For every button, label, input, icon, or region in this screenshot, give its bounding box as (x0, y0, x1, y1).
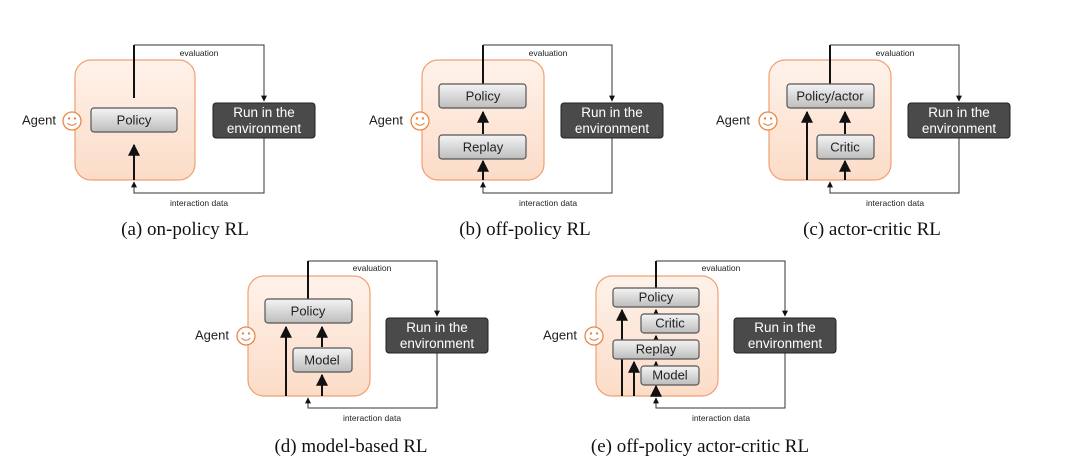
interaction-path (827, 138, 960, 194)
environment-line1: Run in the (233, 105, 295, 120)
environment-line2: environment (227, 121, 302, 136)
environment-line2: environment (400, 336, 475, 351)
evaluation-label: evaluation (529, 48, 568, 58)
module-box (612, 339, 700, 360)
panel-d: Policy Model evaluation interaction data… (195, 260, 489, 457)
panel-c: Policy/actor Critic evaluation interacti… (716, 44, 1011, 240)
module-label: Model (652, 367, 688, 382)
caption: (d) model-based RL (274, 436, 427, 457)
agent-label: Agent (543, 327, 577, 342)
module-box (264, 298, 353, 324)
module-label: Policy (117, 112, 152, 127)
agent-label: Agent (716, 112, 750, 127)
environment-box (733, 317, 837, 354)
interaction-label: interaction data (519, 198, 577, 208)
agent-label: Agent (22, 112, 56, 127)
smiley-face-icon (62, 111, 82, 131)
interaction-path (305, 353, 438, 409)
environment-line2: environment (748, 336, 823, 351)
evaluation-label: evaluation (876, 48, 915, 58)
smiley-face-icon (410, 111, 430, 131)
caption: (a) on-policy RL (121, 219, 249, 240)
module-label: Critic (830, 139, 860, 154)
environment-line1: Run in the (754, 320, 816, 335)
interaction-label: interaction data (170, 198, 228, 208)
smiley-face-icon (236, 326, 256, 346)
smiley-face-icon (758, 111, 778, 131)
module-box (90, 107, 178, 133)
module-label: Policy (639, 289, 674, 304)
module-box (786, 83, 875, 109)
interaction-path (131, 138, 265, 194)
module-box (612, 287, 700, 308)
module-label: Policy (291, 303, 326, 318)
panel-a: Policy evaluation interaction data Run i… (22, 44, 316, 240)
environment-line2: environment (575, 121, 650, 136)
module-label: Replay (463, 139, 504, 154)
environment-line1: Run in the (406, 320, 468, 335)
module-label: Model (304, 352, 340, 367)
interaction-path (653, 353, 786, 409)
evaluation-label: evaluation (702, 263, 741, 273)
module-box (438, 134, 527, 160)
environment-box (907, 102, 1011, 139)
interaction-label: interaction data (343, 413, 401, 423)
module-box (816, 134, 875, 160)
panel-b: Policy Replay evaluation interaction dat… (369, 44, 664, 240)
caption: (c) actor-critic RL (803, 219, 941, 240)
smiley-face-icon (584, 326, 604, 346)
agent-label: Agent (195, 327, 229, 342)
caption: (b) off-policy RL (459, 219, 591, 240)
interaction-label: interaction data (866, 198, 924, 208)
environment-line2: environment (922, 121, 997, 136)
evaluation-path (656, 260, 788, 317)
module-label: Policy (466, 88, 501, 103)
evaluation-path (830, 44, 962, 102)
evaluation-path (134, 44, 267, 102)
module-label: Replay (636, 341, 677, 356)
environment-box (212, 102, 316, 139)
environment-box (560, 102, 664, 139)
environment-line1: Run in the (581, 105, 643, 120)
environment-line1: Run in the (928, 105, 990, 120)
evaluation-path (308, 260, 440, 317)
module-box (640, 313, 700, 334)
module-label: Critic (655, 315, 685, 330)
environment-box (385, 317, 489, 354)
interaction-path (480, 138, 613, 194)
module-box (292, 347, 353, 373)
evaluation-label: evaluation (353, 263, 392, 273)
agent-label: Agent (369, 112, 403, 127)
module-box (640, 365, 700, 386)
module-box (438, 83, 527, 109)
caption: (e) off-policy actor-critic RL (591, 436, 809, 457)
panel-e: Policy Critic Replay Model evaluation in… (543, 260, 837, 457)
module-label: Policy/actor (796, 88, 864, 103)
evaluation-label: evaluation (180, 48, 219, 58)
evaluation-path (483, 44, 615, 102)
interaction-label: interaction data (692, 413, 750, 423)
